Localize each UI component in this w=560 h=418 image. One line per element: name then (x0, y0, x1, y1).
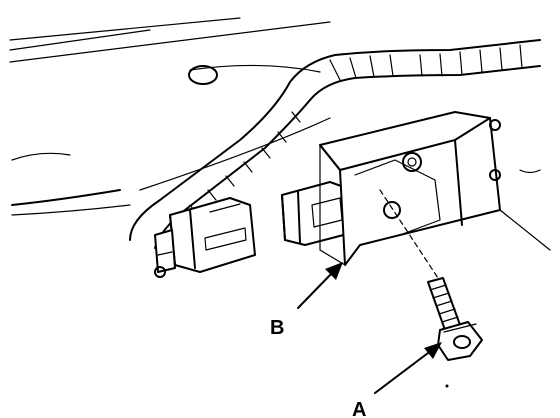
sensor-bracket (319, 111, 501, 266)
floor-hole (188, 65, 218, 85)
callout-label-b: B (270, 317, 284, 339)
install-guide-line (379, 189, 439, 279)
floor-panel (9, 17, 551, 251)
callout-arrow-a (374, 342, 442, 394)
callout-label-a: A (352, 399, 366, 418)
speck (445, 384, 449, 388)
harness-connector (154, 197, 256, 278)
sensor-plug (281, 181, 356, 246)
bolt-icon (427, 277, 483, 361)
callout-arrow-b (297, 262, 343, 309)
